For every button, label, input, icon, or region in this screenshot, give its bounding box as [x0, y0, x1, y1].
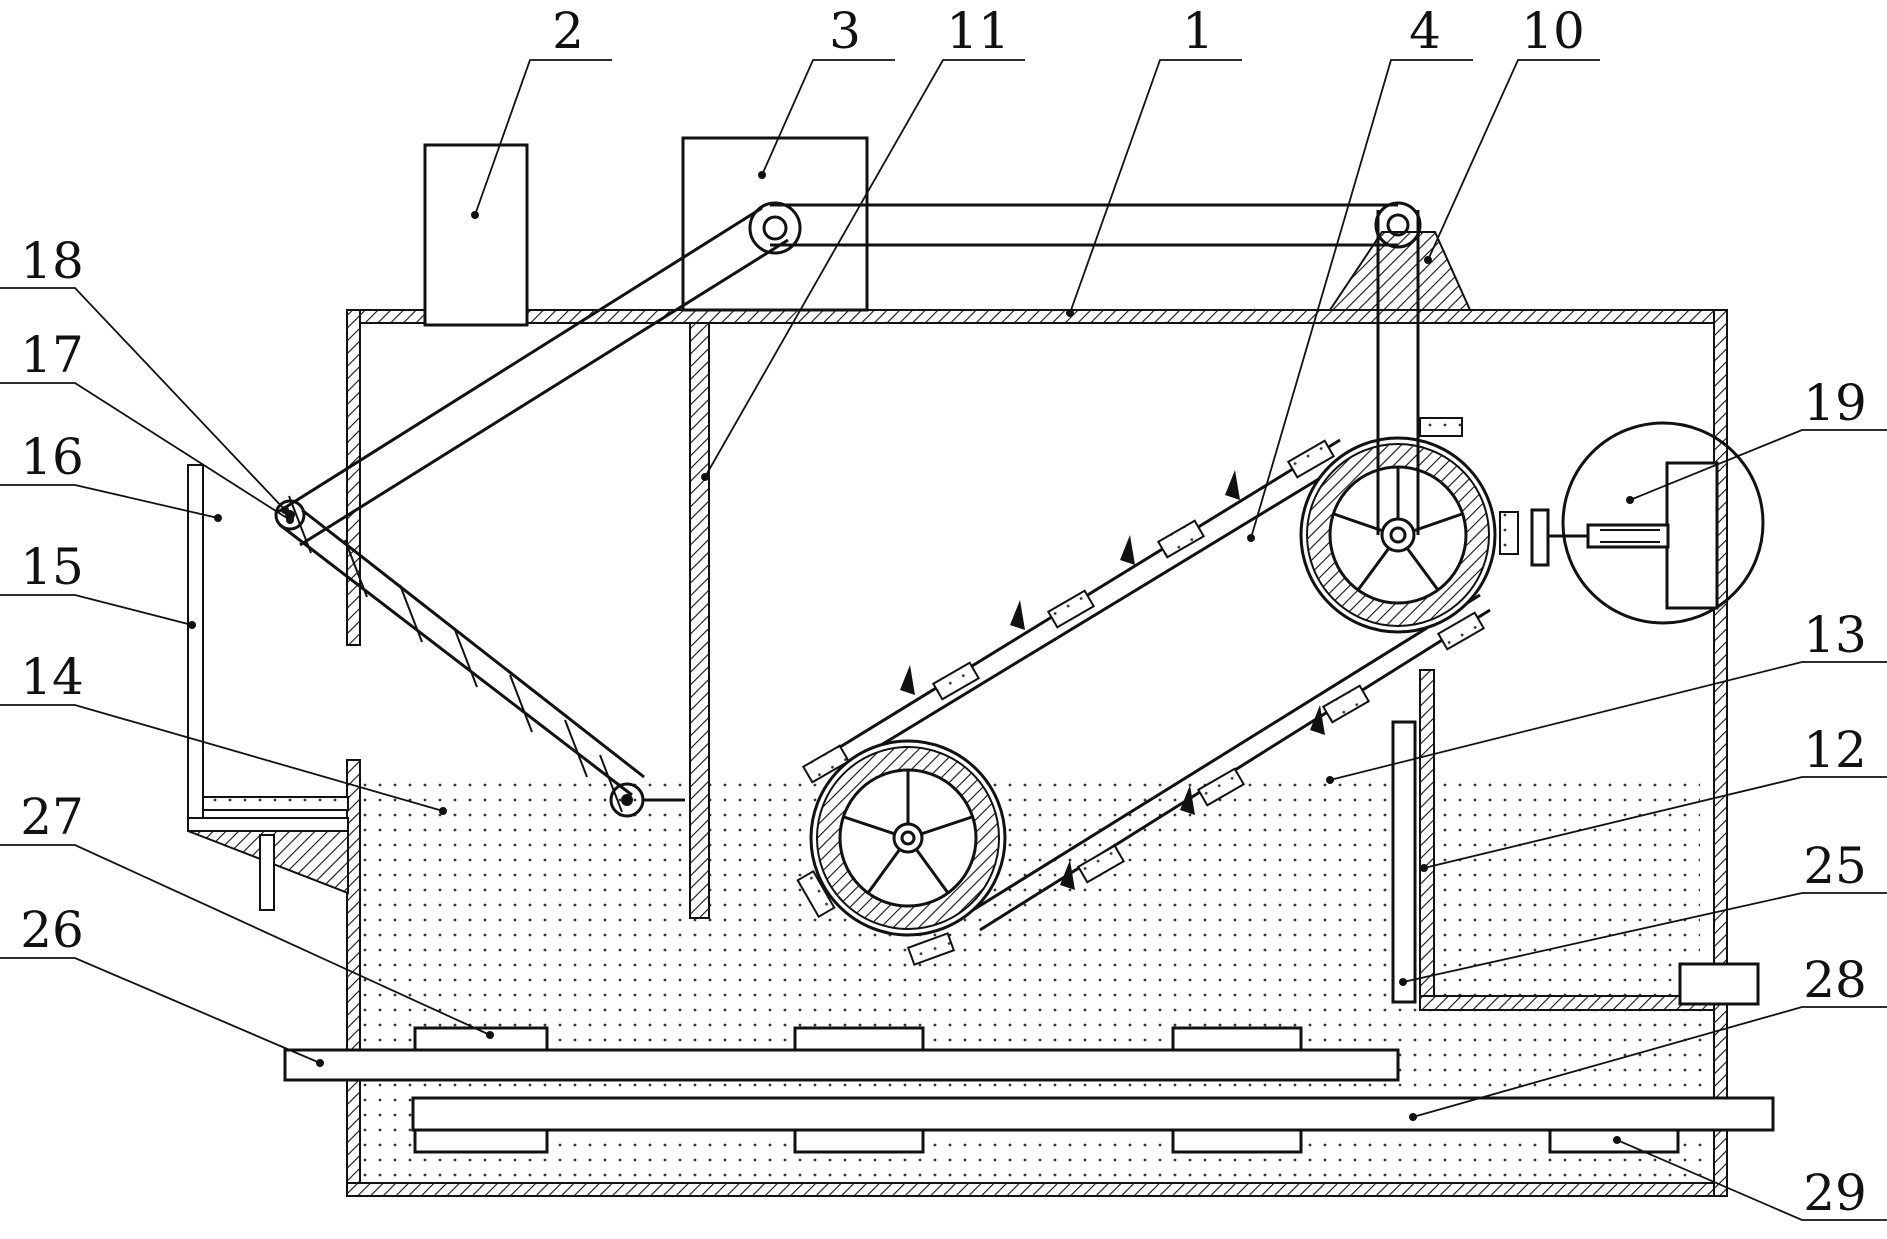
label-10: 10 — [1521, 2, 1585, 60]
support-block — [1328, 231, 1472, 311]
label-13: 13 — [1803, 606, 1867, 664]
drive-belt — [277, 203, 1420, 797]
leader-dots — [188, 171, 1634, 1144]
label-3: 3 — [829, 2, 861, 60]
label-4: 4 — [1409, 2, 1441, 60]
upper-wheel — [1299, 225, 1497, 634]
label-11: 11 — [946, 2, 1010, 60]
leader-lines — [0, 59, 1887, 1221]
lower-wheel — [809, 739, 1007, 937]
label-19: 19 — [1803, 374, 1867, 432]
label-14: 14 — [20, 648, 84, 706]
label-1: 1 — [1182, 2, 1214, 60]
inlet-pipe — [423, 143, 529, 327]
outlet-block — [1678, 962, 1760, 1006]
label-18: 18 — [20, 232, 84, 290]
partition-plate — [689, 322, 710, 919]
label-15: 15 — [20, 538, 84, 596]
label-17: 17 — [20, 326, 84, 384]
tensioning-device — [1530, 421, 1765, 625]
motor — [681, 136, 869, 312]
label-27: 27 — [20, 788, 84, 846]
label-16: 16 — [20, 428, 84, 486]
motor-pulley — [748, 201, 1422, 255]
label-28: 28 — [1803, 951, 1867, 1009]
label-12: 12 — [1803, 721, 1867, 779]
screw-conveyor — [274, 495, 685, 818]
label-2: 2 — [552, 2, 584, 60]
label-25: 25 — [1803, 837, 1867, 895]
label-26: 26 — [20, 901, 84, 959]
support-rails — [283, 1026, 1775, 1154]
label-29: 29 — [1803, 1164, 1867, 1222]
sensor-plate — [1391, 720, 1417, 1004]
chain-conveyor — [796, 417, 1519, 966]
reference-numerals: 2 3 11 1 4 10 18 17 16 15 14 19 13 12 25… — [20, 2, 1867, 1222]
tank-body — [346, 309, 1728, 1197]
